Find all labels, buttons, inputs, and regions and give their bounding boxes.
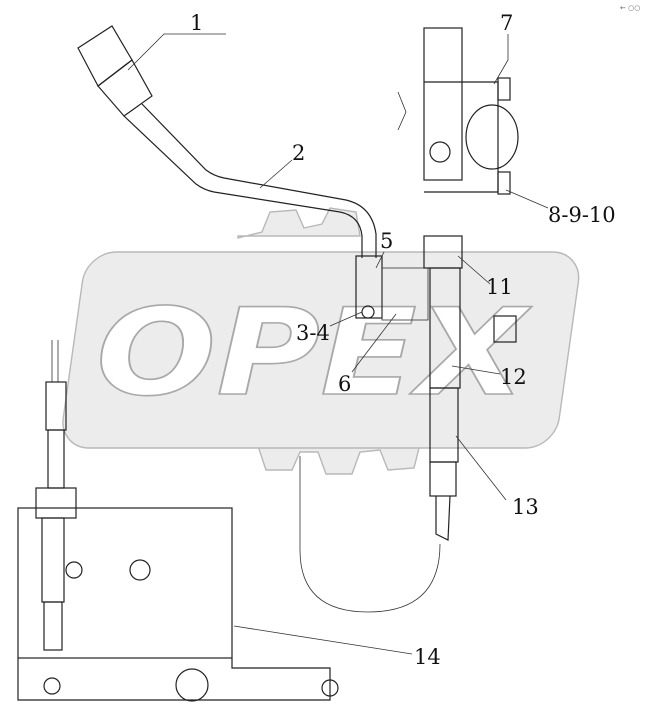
- left-lower-rod: [43, 601, 63, 651]
- leader-3: [329, 311, 363, 327]
- callout-12: 12: [500, 365, 527, 389]
- callout-3-4: 3-4: [296, 321, 330, 345]
- leader-5: [375, 251, 385, 269]
- callout-14: 14: [414, 645, 441, 669]
- clamp-hole: [429, 141, 451, 163]
- shaft-side-bolt: [493, 315, 517, 343]
- mechanism-base: [17, 658, 331, 701]
- watermark-plate: [62, 251, 580, 449]
- leader-11: [457, 255, 491, 285]
- leader-1: [127, 33, 226, 71]
- column-clamp: [397, 27, 519, 195]
- mechanism-hole-1: [129, 559, 151, 581]
- shaft-cable-end: [435, 495, 451, 541]
- watermark-gear-top: [237, 207, 361, 239]
- lever-knob-grip: [97, 59, 153, 117]
- mechanism-hole-2: [65, 561, 83, 579]
- callout-7: 7: [500, 11, 513, 35]
- left-cable-rod: [47, 429, 65, 489]
- lever-rod-edge: [141, 103, 377, 258]
- lever-rod: [123, 115, 363, 258]
- left-threaded-rod: [41, 517, 65, 603]
- control-cable: [299, 456, 441, 613]
- callout-labels: 1 2 3-4 5 6 7 8-9-10 11 12 13 14: [190, 11, 616, 669]
- mechanism-hole-3: [43, 677, 61, 695]
- clamp-bolt-top: [497, 77, 511, 101]
- leader-6: [351, 313, 397, 373]
- left-mechanism: [17, 340, 339, 702]
- corner-mark: ← ○○: [620, 4, 640, 12]
- leader-8: [505, 189, 549, 209]
- callout-11: 11: [486, 275, 513, 299]
- leader-2: [259, 159, 293, 189]
- leader-12: [451, 365, 501, 375]
- clamp-bolt-bottom: [497, 171, 511, 195]
- cable-shaft: [423, 235, 517, 541]
- callout-2: 2: [292, 141, 305, 165]
- leader-lines: [127, 33, 549, 655]
- leader-14: [233, 625, 413, 655]
- leader-7: [493, 34, 509, 85]
- callout-13: 13: [512, 495, 539, 519]
- mechanism-plate: [17, 507, 233, 659]
- column-break-line: [397, 91, 407, 131]
- left-nut: [35, 487, 77, 519]
- left-cable: [51, 340, 59, 382]
- mechanism-hole-4: [321, 679, 339, 697]
- lever-bracket: [381, 267, 429, 321]
- leader-13: [455, 435, 507, 501]
- callout-8-9-10: 8-9-10: [548, 203, 616, 227]
- mechanism-pulley: [175, 668, 209, 702]
- shaft-end-fitting: [429, 461, 457, 497]
- callout-5: 5: [380, 229, 393, 253]
- lever-assembly: [77, 25, 429, 321]
- callout-6: 6: [338, 372, 351, 396]
- callout-1: 1: [190, 11, 203, 35]
- clamp-ring: [465, 104, 519, 170]
- lever-knob: [77, 25, 133, 87]
- column-upper: [423, 27, 463, 181]
- watermark-text: OPEX: [96, 284, 532, 423]
- clamp-body: [424, 81, 499, 193]
